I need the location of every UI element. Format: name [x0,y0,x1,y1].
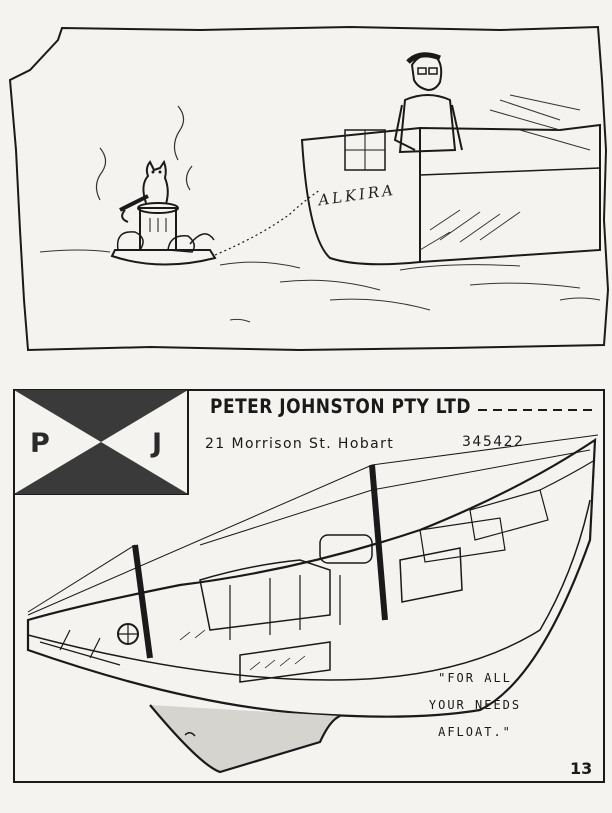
yacht-cutaway [26,434,599,774]
cartoon-panel: ALKIRA [0,0,612,360]
main-boat [300,52,601,266]
advert-slogan: "FOR ALL YOUR NEEDS AFLOAT." [405,665,545,746]
advert-illustration [13,389,605,783]
company-name: PETER JOHNSTON PTY LTD [210,395,471,419]
company-address: 21 Morrison St. Hobart [205,436,395,452]
company-phone: 345422 [462,434,525,450]
water-ripples [39,249,601,323]
slogan-line-1: "FOR ALL [438,671,512,685]
flag-letter-right: J [152,428,163,459]
slogan-line-3: AFLOAT." [438,725,512,739]
slogan-line-2: YOUR NEEDS [428,698,522,712]
flag-letter-left: P [30,428,50,459]
cartoon-illustration [8,25,610,352]
advert-panel: PETER JOHNSTON PTY LTD 21 Morrison St. H… [0,380,612,790]
advert-frame [13,389,605,783]
page-number: 13 [570,759,593,778]
pj-flag [13,389,189,495]
tow-line [214,189,321,256]
dinghy [95,105,217,266]
cartoon-frame [8,25,610,352]
